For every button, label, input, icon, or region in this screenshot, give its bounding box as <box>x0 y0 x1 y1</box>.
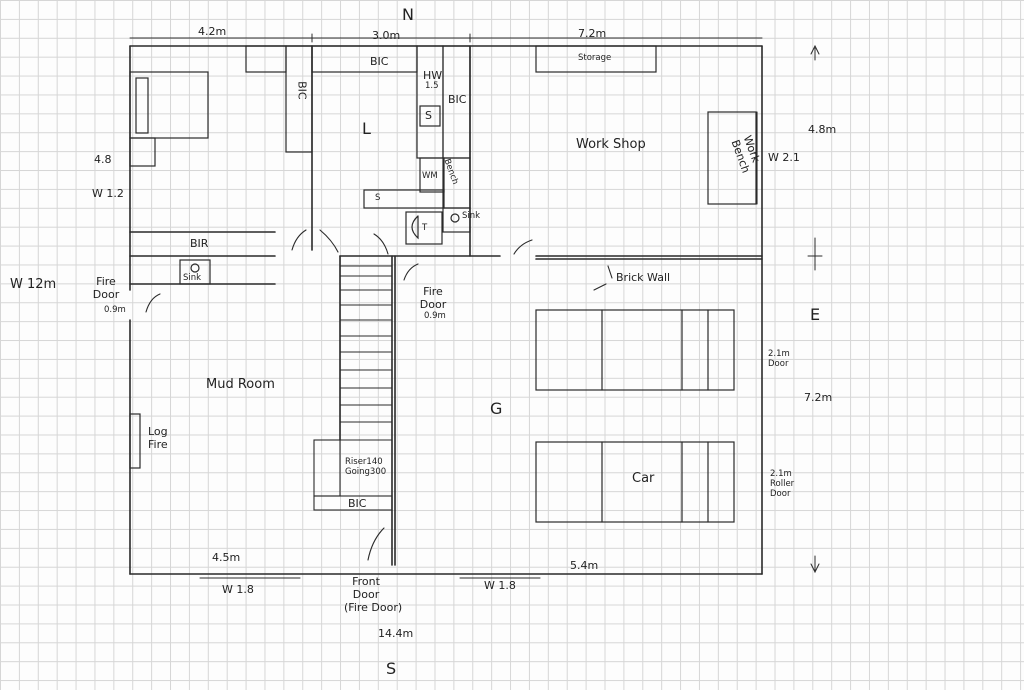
dim-left-upper: 4.8 <box>94 153 112 166</box>
wm-label: WM <box>422 171 438 181</box>
door-21-label: 2.1m Door <box>768 349 790 369</box>
dim-bottom-left: 4.5m <box>212 551 241 564</box>
window-bottom-right-label: W 1.8 <box>484 579 516 592</box>
compass-east: E <box>810 305 821 324</box>
compass-west: W 12m <box>10 277 57 292</box>
front-door-label: Front Door <box>352 575 380 601</box>
log-fire-label: Log Fire <box>148 425 168 451</box>
fire-door-mid-size: 0.9m <box>424 311 446 321</box>
bic-left-label: BIC <box>295 81 309 100</box>
storage-label: Storage <box>578 53 612 63</box>
bic-stair-label: BIC <box>348 497 367 510</box>
front-door-note: (Fire Door) <box>344 601 403 614</box>
workshop-fixtures <box>535 45 757 205</box>
dimension-lines <box>129 33 823 574</box>
dim-bottom-right: 5.4m <box>570 559 599 572</box>
door-arrows <box>145 229 613 561</box>
dim-top-left: 4.2m <box>198 25 227 38</box>
riser-going-label: Riser140 Going300 <box>345 457 387 477</box>
laundry-fixtures <box>363 157 471 245</box>
dim-bottom-total: 14.4m <box>378 627 414 640</box>
roller-door-label: 2.1m Roller Door <box>770 469 795 499</box>
room-mud-room: Mud Room <box>206 377 275 392</box>
room-workshop: Work Shop <box>576 137 646 152</box>
room-garage: G <box>490 399 503 418</box>
bir-label: BIR <box>190 237 209 250</box>
bir-fixtures <box>179 259 211 285</box>
brick-wall-label: Brick Wall <box>616 271 671 284</box>
sink-bir-label: Sink <box>183 273 202 283</box>
compass-south: S <box>386 659 397 678</box>
dim-top-middle: 3.0m <box>372 29 401 42</box>
fire-door-left-size: 0.9m <box>104 305 126 315</box>
bic-right-label: BIC <box>448 93 467 106</box>
dim-top-right: 7.2m <box>578 27 607 40</box>
s1-label: S <box>425 109 432 122</box>
garage-cars <box>535 309 735 523</box>
window-bottom-left-label: W 1.8 <box>222 583 254 596</box>
windows <box>199 111 758 579</box>
fire-door-mid-label: Fire Door <box>419 285 447 311</box>
s2-label: S <box>375 193 381 203</box>
hw-label: HW <box>423 69 443 82</box>
sink-laundry-label: Sink <box>462 211 481 221</box>
bic-top-label: BIC <box>370 55 389 68</box>
car-label: Car <box>632 471 655 486</box>
bedroom-fixtures <box>129 45 471 167</box>
dim-right-lower: 7.2m <box>804 391 833 404</box>
dim-right-upper: 4.8m <box>808 123 837 136</box>
room-laundry: L <box>362 119 371 138</box>
t-label: T <box>422 223 428 233</box>
compass-north: N <box>402 5 414 24</box>
log-fire <box>129 413 141 469</box>
window-right-label: W 2.1 <box>768 151 800 164</box>
hw-size-label: 1.5 <box>425 81 439 91</box>
fire-door-left-label: Fire Door <box>92 275 120 301</box>
window-left-label: W 1.2 <box>92 187 124 200</box>
staircase <box>313 265 393 511</box>
